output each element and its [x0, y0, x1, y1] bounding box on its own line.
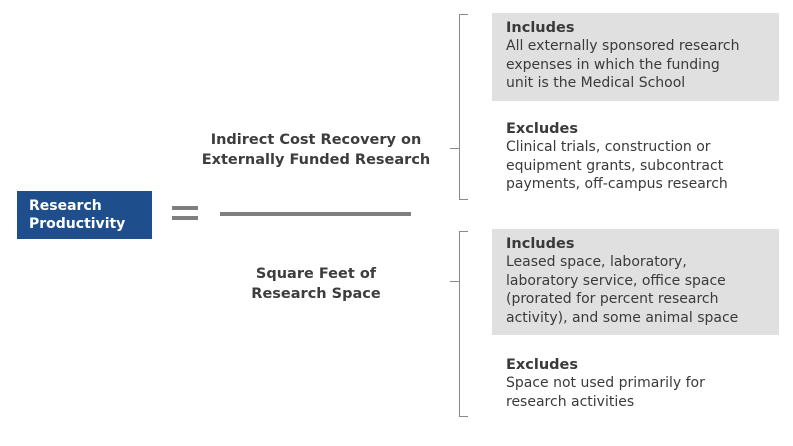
numerator-bracket-tick	[450, 148, 460, 149]
fraction-bar	[220, 212, 411, 216]
panel-text: Space not used primarily for	[506, 375, 705, 391]
panel-text: Clinical trials, construction or	[506, 139, 711, 155]
denominator-excludes-panel: Excludes Space not used primarily for re…	[492, 350, 779, 416]
panel-text: (prorated for percent research	[506, 291, 719, 307]
panel-heading: Includes	[506, 20, 575, 36]
fraction-numerator: Indirect Cost Recovery on Externally Fun…	[186, 130, 446, 170]
panel-text: All externally sponsored research	[506, 38, 740, 54]
denominator-includes-panel: Includes Leased space, laboratory, labor…	[492, 229, 779, 335]
equals-bar-top	[172, 206, 198, 210]
panel-heading: Excludes	[506, 357, 578, 373]
equals-sign	[172, 206, 198, 226]
panel-text: unit is the Medical School	[506, 75, 686, 91]
denominator-bracket	[459, 231, 468, 417]
equals-bar-bottom	[172, 216, 198, 220]
term-line-1: Research	[29, 198, 102, 214]
term-line-2: Productivity	[29, 216, 126, 232]
denominator-line-2: Research Space	[251, 286, 381, 302]
panel-text: Leased space, laboratory,	[506, 254, 687, 270]
numerator-includes-panel: Includes All externally sponsored resear…	[492, 13, 779, 101]
panel-text: expenses in which the funding	[506, 56, 720, 73]
denominator-line-1: Square Feet of	[255, 266, 377, 282]
panel-heading: Includes	[506, 236, 575, 252]
fraction-denominator: Square Feet of Research Space	[186, 264, 446, 304]
numerator-bracket	[459, 14, 468, 200]
denominator-bracket-tick	[450, 281, 460, 282]
research-productivity-box: Research Productivity	[17, 191, 152, 239]
numerator-line-1: Indirect Cost Recovery on	[210, 132, 422, 148]
panel-text: equipment grants, subcontract	[506, 157, 724, 174]
numerator-line-2: Externally Funded Research	[201, 152, 431, 168]
panel-text: laboratory service, office space	[506, 272, 726, 289]
panel-text: research activities	[506, 393, 635, 410]
panel-text: activity), and some animal space	[506, 309, 739, 326]
panel-heading: Excludes	[506, 121, 578, 137]
numerator-excludes-panel: Excludes Clinical trials, construction o…	[492, 114, 779, 198]
panel-text: payments, off-campus research	[506, 176, 728, 192]
